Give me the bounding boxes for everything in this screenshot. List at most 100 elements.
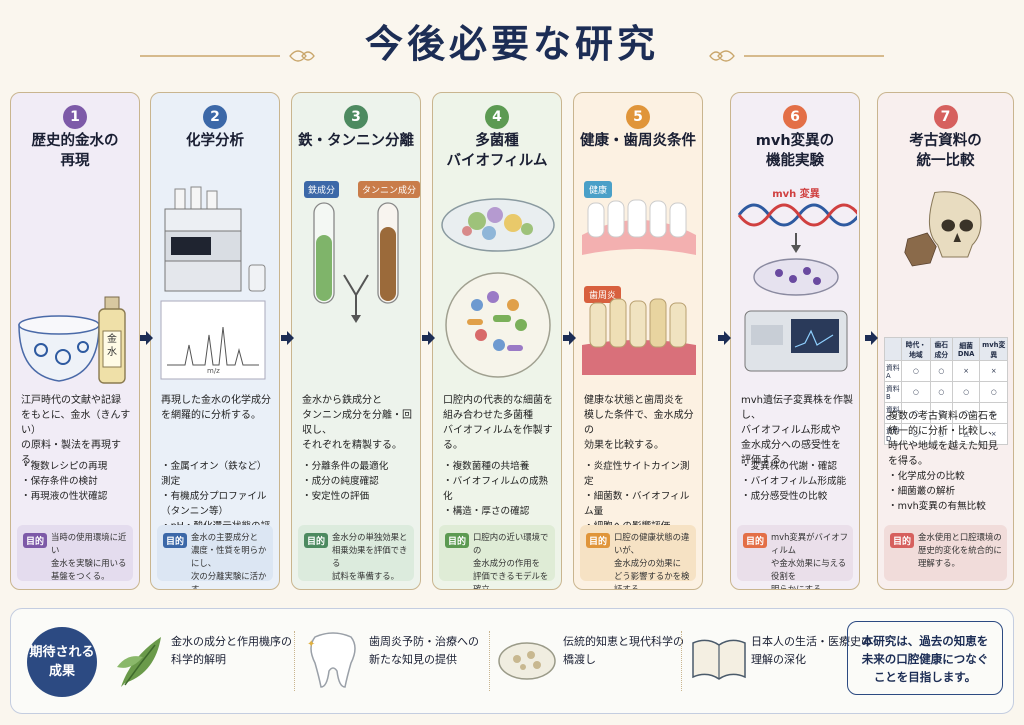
purpose-box-6: 目的 mvh変異がバイオフィルム や金水効果に与える役割を 明らかにする。 [737, 525, 853, 589]
purpose-tag: 目的 [586, 533, 611, 548]
table-cell: 資料C [884, 402, 902, 424]
step-number-2: 2 [203, 105, 227, 129]
purpose-box-5: 目的 口腔の健康状態の違いが、 金水成分の効果に どう影響するかを検証する。 [580, 525, 696, 589]
purpose-text-3: 金水分の単独効果と 相乗効果を評価できる 試料を準備する。 [332, 532, 408, 581]
bullet: 再現液の性状確認 [21, 489, 135, 504]
table-row: 資料D ○ ○ △ × [884, 423, 1008, 445]
table-cell: × [979, 423, 1008, 445]
arrow-right-icon [718, 331, 731, 345]
table-cell: ○ [979, 381, 1008, 403]
panel-bullets-5: 炎症性サイトカイン測定 細菌数・バイオフィルム量 細胞への影響評価 [584, 459, 698, 534]
table-cell: ○ [951, 381, 981, 403]
panel-title-5: 健康・歯周炎条件 [580, 133, 696, 149]
bullet: 変異株の代謝・確認 [741, 459, 855, 474]
bullet: 保存条件の検討 [21, 474, 135, 489]
dna-and-analyzer-icon [737, 203, 857, 372]
separator [489, 631, 490, 691]
table-header-cell: 歯石成分 [929, 337, 953, 361]
svg-text:✦: ✦ [307, 639, 315, 650]
table-header-cell: 時代・地域 [900, 337, 931, 361]
bullet: 成分感受性の比較 [741, 489, 855, 504]
table-row: 資料B ○ ○ ○ ○ [884, 381, 1008, 403]
table-header-cell: mvh変異 [979, 337, 1008, 361]
table-cell: 資料B [884, 381, 902, 403]
purpose-box-3: 目的 金水分の単独効果と 相乗効果を評価できる 試料を準備する。 [298, 525, 414, 581]
purpose-text-4: 口腔内の近い環境での 金水成分の作用を 評価できるモデルを確立。 [473, 532, 549, 590]
table-header-cell: 細菌DNA [951, 337, 981, 361]
panel-title-6: mvh変異の 機能実験 [755, 133, 835, 169]
bullet: 有機成分プロファイル （タンニン等） [161, 489, 275, 519]
purpose-text-6: mvh変異がバイオフィルム や金水効果に与える役割を 明らかにする。 [771, 532, 849, 590]
table-cell: ○ [900, 423, 931, 445]
tannin-tag: タンニン成分 [358, 181, 420, 198]
panel-desc-5: 健康な状態と歯周炎を 模した条件で、金水成分の 効果を比較する。 [584, 395, 694, 451]
bullet: バイオフィルム形成能 [741, 474, 855, 489]
panel-desc-4: 口腔内の代表的な細菌を 組み合わせた多菌種 バイオフィルムを作製する。 [443, 395, 553, 451]
bullet: 炎症性サイトカイン測定 [584, 459, 698, 489]
panel-title-3: 鉄・タンニン分離 [298, 133, 414, 149]
right-ornament-icon [709, 50, 884, 62]
arrow-right-icon [865, 331, 878, 345]
outcome-2: 歯周炎予防・治療への 新たな知見の提供 [369, 635, 479, 666]
table-cell: × [951, 360, 981, 382]
test-tubes-icon [313, 202, 399, 323]
bullet: 分離条件の最適化 [302, 459, 416, 474]
left-ornament-icon [140, 50, 315, 62]
purpose-text-7: 金水使用と口腔環境の 歴史的変化を統合的に 理解する。 [918, 532, 1002, 568]
bullet: 金属イオン（鉄など）測定 [161, 459, 275, 489]
bottle-label: 金 水 [107, 334, 117, 358]
panel-bullets-4: 複数菌種の共培養 バイオフィルムの成熟化 構造・厚さの確認 [443, 459, 557, 519]
outcomes-badge: 期待される 成果 [27, 627, 97, 697]
panel-1: 1 歴史的金水の 再現 金 水 江戸時代の文献や記録 をもとに、金水（きんすい）… [10, 92, 140, 590]
table-cell: △ [951, 423, 981, 445]
summary-box: 本研究は、過去の知恵を 未来の口腔健康につなぐ ことを目指します。 [847, 621, 1003, 695]
page-title: 今後必要な研究 [364, 21, 659, 66]
separator [294, 631, 295, 691]
purpose-tag: 目的 [890, 533, 915, 548]
chromatography-instrument-icon [160, 186, 266, 380]
panel-desc-6: mvh遺伝子変異株を作製し、 バイオフィルム形成や 金水成分への感受性を 評価す… [741, 395, 853, 466]
purpose-box-4: 目的 口腔内の近い環境での 金水成分の作用を 評価できるモデルを確立。 [439, 525, 555, 589]
bullet: 構造・厚さの確認 [443, 504, 557, 519]
panel-desc-2: 再現した金水の化学成分 を網羅的に分析する。 [161, 395, 271, 421]
panel-6: 6 mvh変異の 機能実験 mvh 変異 mvh遺伝子変異株を作製し、 バイオフ… [730, 92, 860, 590]
purpose-tag: 目的 [23, 533, 48, 548]
comparison-table: 時代・地域 歯石成分 細菌DNA mvh変異 資料A ○ ○ × × 資料B ○… [884, 337, 1008, 445]
table-cell: ○ [900, 360, 931, 382]
arrow-right-icon [281, 331, 294, 345]
table-cell: 資料D [884, 423, 902, 445]
purpose-tag: 目的 [445, 533, 470, 548]
table-cell: × [979, 360, 1008, 382]
healthy-tag: 健康 [584, 181, 613, 198]
bullet: mvh変異の有無比較 [888, 499, 1009, 514]
step-number-7: 7 [933, 105, 958, 129]
table-cell: ○ [900, 381, 931, 403]
panel-desc-7: 複数の考古資料の歯石を 統一的に分析・比較し、 時代や地域を越えた知見 を得る。 [888, 411, 998, 467]
arrow-right-icon [422, 331, 435, 345]
leaf-icon [117, 637, 161, 687]
table-cell: 資料A [884, 360, 902, 382]
step-number-1: 1 [63, 105, 87, 129]
table-header-row: 時代・地域 歯石成分 細菌DNA mvh変異 [884, 337, 1008, 361]
panel-7: 7 考古資料の 統一比較 時代・地域 歯石成分 細菌DNA mvh変異 資料A … [877, 92, 1014, 590]
panel-title-4: 多菌種 バイオフィルム [446, 133, 548, 169]
purpose-text-5: 口腔の健康状態の違いが、 金水成分の効果に どう影響するかを検証する。 [614, 532, 690, 590]
bullet: 細菌数・バイオフィルム量 [584, 489, 698, 519]
panel-bullets-1: 複数レシピの再現 保存条件の検討 再現液の性状確認 [21, 459, 135, 504]
outcome-3: 伝統的知恵と現代科学の 橋渡し [563, 635, 684, 666]
step-number-6: 6 [783, 105, 807, 129]
table-row: 資料C ○ ○ ○ △ [884, 402, 1008, 424]
panel-bullets-3: 分離条件の最適化 成分の純度確認 安定性の評価 [302, 459, 416, 504]
purpose-tag: 目的 [163, 533, 188, 548]
periodontitis-tag: 歯周炎 [584, 286, 622, 303]
panel-title-1: 歴史的金水の 再現 [31, 133, 119, 169]
bullet: 複数菌種の共培養 [443, 459, 557, 474]
outcome-1: 金水の成分と作用機序の 科学的解明 [171, 635, 292, 666]
tea-bowl-and-bottle-icon [18, 296, 126, 384]
table-cell: ○ [929, 381, 953, 403]
research-steps: 1 歴史的金水の 再現 金 水 江戸時代の文献や記録 をもとに、金水（きんすい）… [10, 92, 1014, 592]
skull-and-fossil-icon [904, 191, 982, 267]
bullet: 複数レシピの再現 [21, 459, 135, 474]
purpose-text-1: 当時の使用環境に近い 金水を実験に用いる 基盤をつくる。 [51, 532, 127, 581]
purpose-tag: 目的 [304, 533, 329, 548]
